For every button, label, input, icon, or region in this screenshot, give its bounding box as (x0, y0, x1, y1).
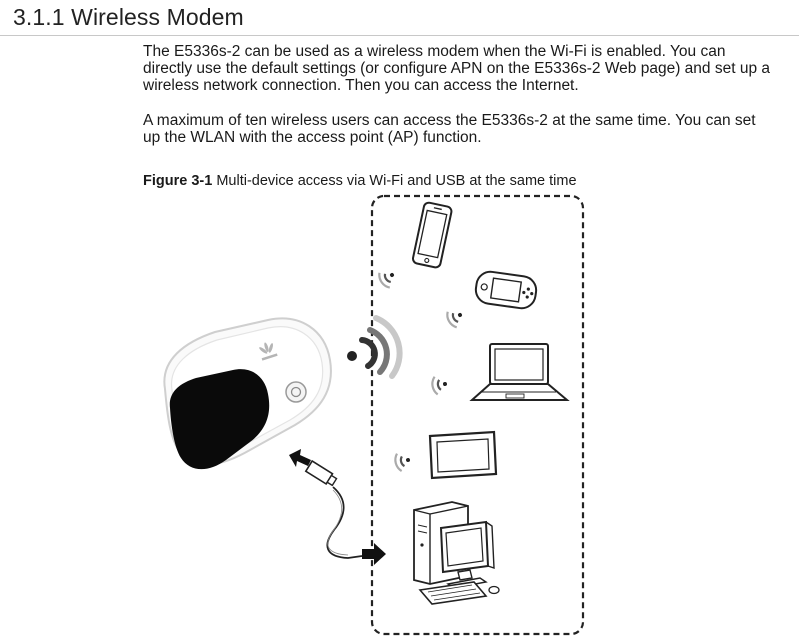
capacity-paragraph: A maximum of ten wireless users can acce… (143, 112, 756, 146)
smartphone-icon (411, 201, 453, 269)
modem-power-button (285, 381, 307, 403)
huawei-logo (259, 342, 278, 361)
device-group-frame (370, 194, 585, 636)
heading-divider (0, 35, 799, 36)
desktop-computer-icon (413, 501, 500, 605)
intro-paragraph: The E5336s-2 can be used as a wireless m… (143, 43, 770, 94)
laptop-icon (469, 343, 570, 401)
tablet-icon (428, 430, 498, 480)
figure-label: Figure 3-1 (143, 173, 213, 189)
section-heading: 3.1.1 Wireless Modem (13, 4, 244, 30)
laptop-wifi-signal-icon (431, 376, 447, 396)
figure-caption-text: Multi-device access via Wi-Fi and USB at… (216, 173, 577, 189)
tablet-wifi-signal-icon (394, 453, 410, 472)
figure-caption: Figure 3-1 Multi-device access via Wi-Fi… (143, 173, 577, 189)
usb-cable-icon (289, 449, 386, 565)
console-wifi-signal-icon (446, 311, 462, 329)
modem-wifi-signal-icon (347, 315, 403, 379)
phone-wifi-signal-icon (378, 272, 394, 289)
handheld-game-console-icon (474, 270, 538, 310)
wireless-modem-icon (163, 317, 332, 470)
